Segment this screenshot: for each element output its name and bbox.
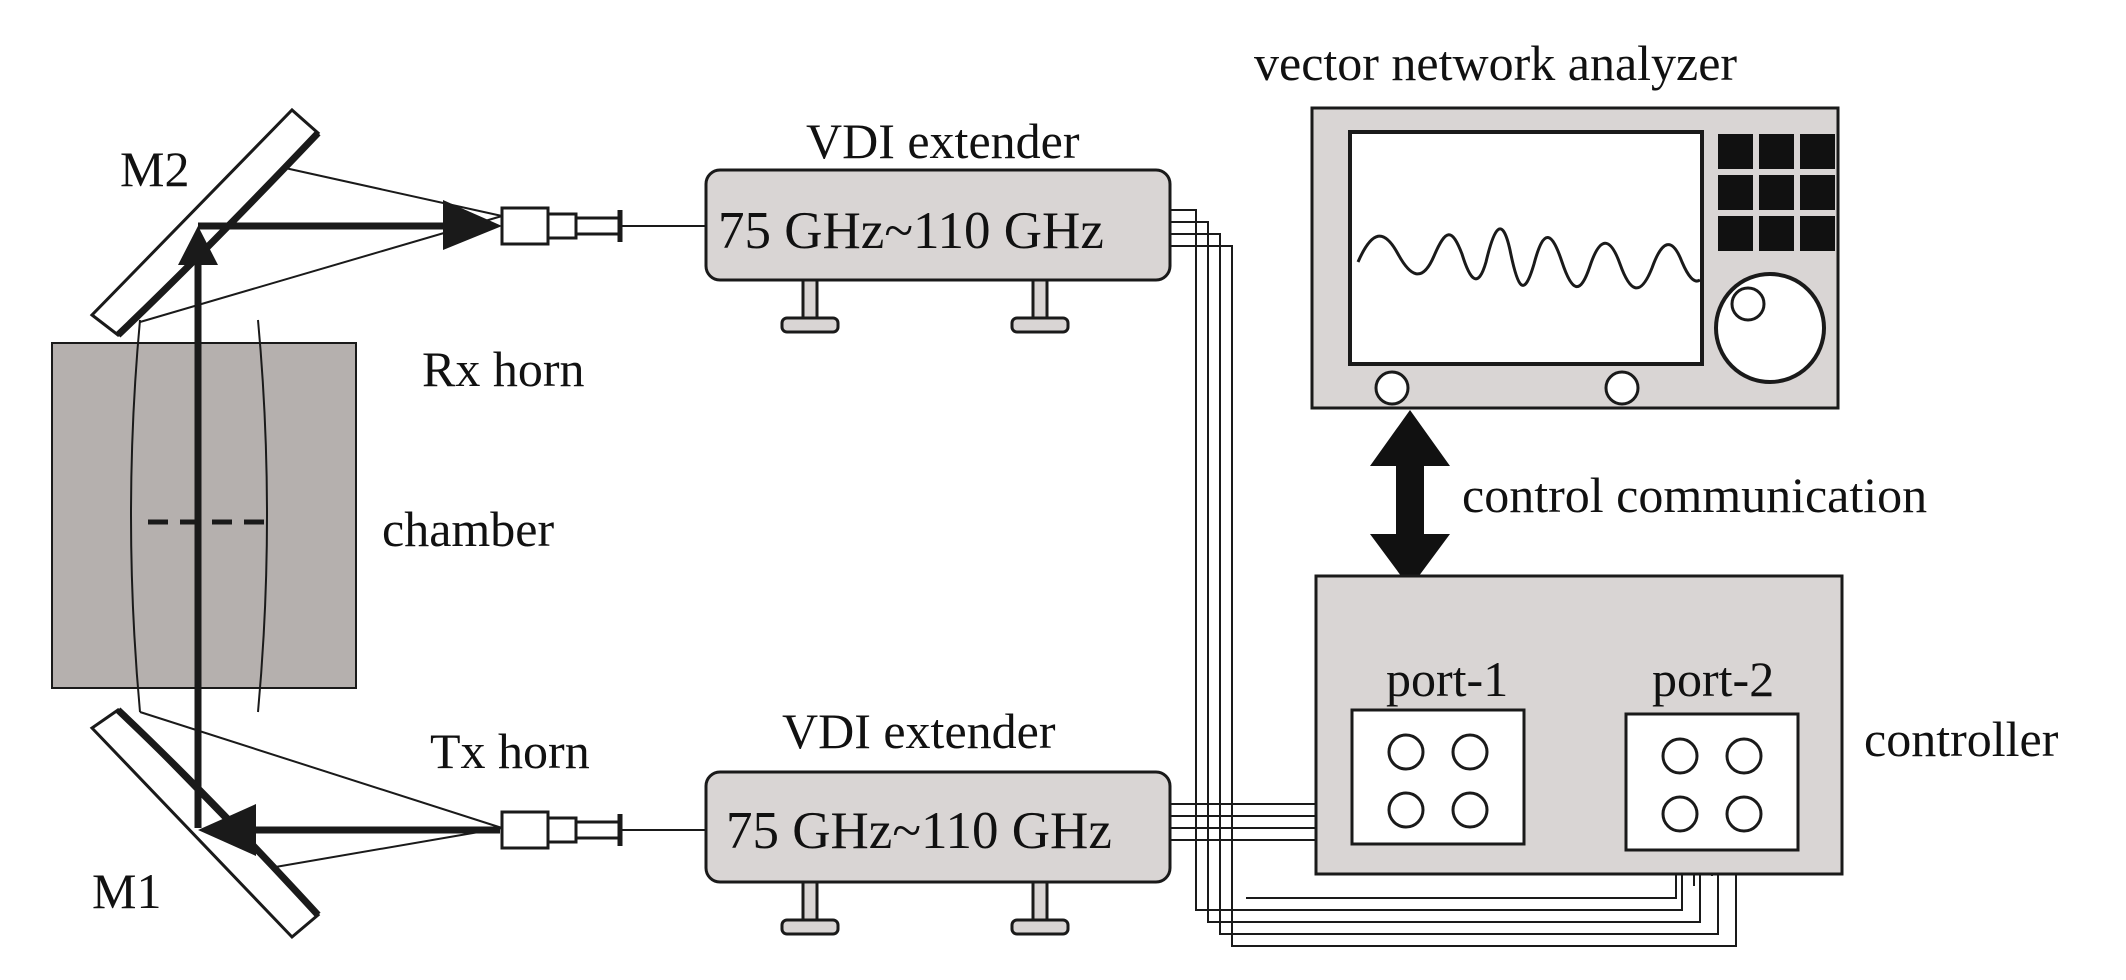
vna-knob: [1714, 272, 1826, 384]
port-2-connectors: [1661, 737, 1763, 833]
port-2: [1624, 712, 1800, 852]
vna-keypad: [1718, 134, 1835, 251]
vna-knob-dot: [1730, 286, 1766, 322]
vna-screen: [1348, 130, 1704, 366]
vdi-top-frequency: 75 GHz~110 GHz: [718, 202, 1104, 260]
vna-label: vector network analyzer: [1254, 35, 1737, 91]
port-1: [1350, 708, 1526, 846]
beam-arrows: [178, 200, 502, 856]
port-1-label: port-1: [1386, 651, 1508, 707]
vdi-bottom-frequency: 75 GHz~110 GHz: [726, 802, 1112, 860]
port-2-label: port-2: [1652, 651, 1774, 707]
vdi-extender-top-label: VDI extender: [806, 113, 1080, 169]
tx-horn-label: Tx horn: [430, 723, 590, 779]
rx-horn-label: Rx horn: [422, 341, 585, 397]
controller-label: controller: [1864, 711, 2059, 767]
vdi-extender-bottom: [704, 770, 1172, 936]
vdi-extender-bottom-label: VDI extender: [782, 703, 1056, 759]
mirror-m1-label: M1: [92, 863, 161, 919]
tx-horn: [500, 810, 706, 850]
vna-foot-right: [1604, 370, 1640, 406]
chamber-body: [51, 342, 357, 689]
vna-signal-trace: [1356, 227, 1701, 290]
vdi-extender-top: [704, 168, 1172, 334]
mirror-m1: [89, 707, 321, 940]
arrow-up-head: [178, 226, 218, 265]
control-communication-arrow: [1370, 410, 1450, 588]
chamber-label: chamber: [382, 501, 554, 557]
vector-network-analyzer: [1310, 106, 1840, 410]
mirror-m2-label: M2: [120, 141, 189, 197]
beam-envelope-right: [257, 319, 268, 713]
rx-horn: [500, 206, 706, 246]
beam-envelope-left: [130, 319, 141, 713]
vna-foot-left: [1374, 370, 1410, 406]
vdi-bottom-feet: [780, 880, 1070, 936]
control-communication-label: control communication: [1462, 467, 1927, 523]
arrow-left-head: [198, 804, 256, 856]
vdi-top-feet: [780, 278, 1070, 334]
arrow-right-head: [443, 200, 502, 250]
chamber: [51, 319, 357, 713]
port-1-connectors: [1387, 733, 1489, 829]
